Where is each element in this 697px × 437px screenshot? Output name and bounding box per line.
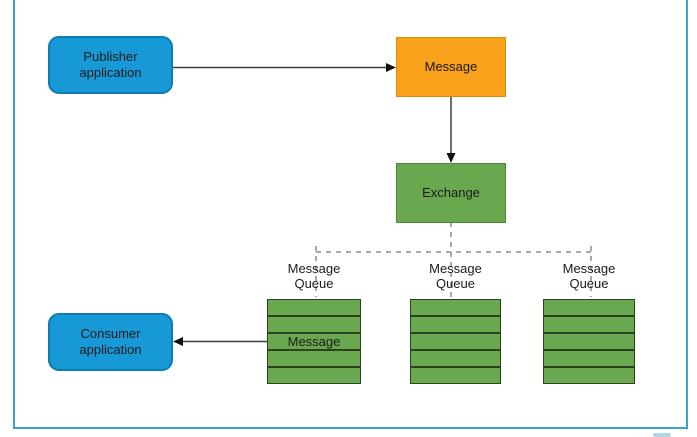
arrow-publisher-to-message	[173, 63, 396, 72]
queue-slot	[411, 349, 500, 366]
queue-slot	[411, 366, 500, 383]
consumer-application-label: Consumer application	[79, 326, 142, 357]
arrow-queue-to-consumer	[173, 337, 267, 346]
frame-border-right	[686, 0, 688, 429]
consumer-application-node: Consumer application	[48, 313, 173, 371]
queue-slot	[411, 315, 500, 332]
publisher-application-node: Publisher application	[48, 36, 173, 94]
message-node: Message	[396, 37, 506, 97]
frame-border-bottom	[13, 427, 688, 429]
message-queue-2	[410, 299, 501, 384]
exchange-label: Exchange	[422, 185, 480, 200]
queue-slot	[544, 349, 634, 366]
message-queue-1-title: Message Queue	[287, 261, 341, 291]
dashed-exchange-to-queues	[315, 222, 592, 297]
message-label: Message	[424, 59, 478, 74]
queue-slot	[544, 366, 634, 383]
queue-slot	[268, 349, 360, 366]
queue-slot	[411, 300, 500, 315]
queue-slot	[268, 315, 360, 332]
queue-slot	[411, 332, 500, 349]
message-queue-3-title: Message Queue	[562, 261, 616, 291]
queue-slot	[544, 332, 634, 349]
frame-border-left	[13, 0, 15, 429]
queue-slot	[268, 366, 360, 383]
message-queue-3	[543, 299, 635, 384]
queue-slot	[544, 315, 634, 332]
publisher-application-label: Publisher application	[79, 49, 142, 80]
queued-message-label: Message	[287, 334, 341, 349]
message-queue-2-title: Message Queue	[429, 261, 482, 291]
exchange-node: Exchange	[396, 163, 506, 223]
queue-slot	[268, 300, 360, 315]
arrow-message-to-exchange	[446, 97, 456, 163]
queue-slot-message: Message	[268, 332, 360, 349]
queue-slot	[544, 300, 634, 315]
corner-watermark	[653, 433, 671, 437]
message-queue-1: Message	[267, 299, 361, 384]
